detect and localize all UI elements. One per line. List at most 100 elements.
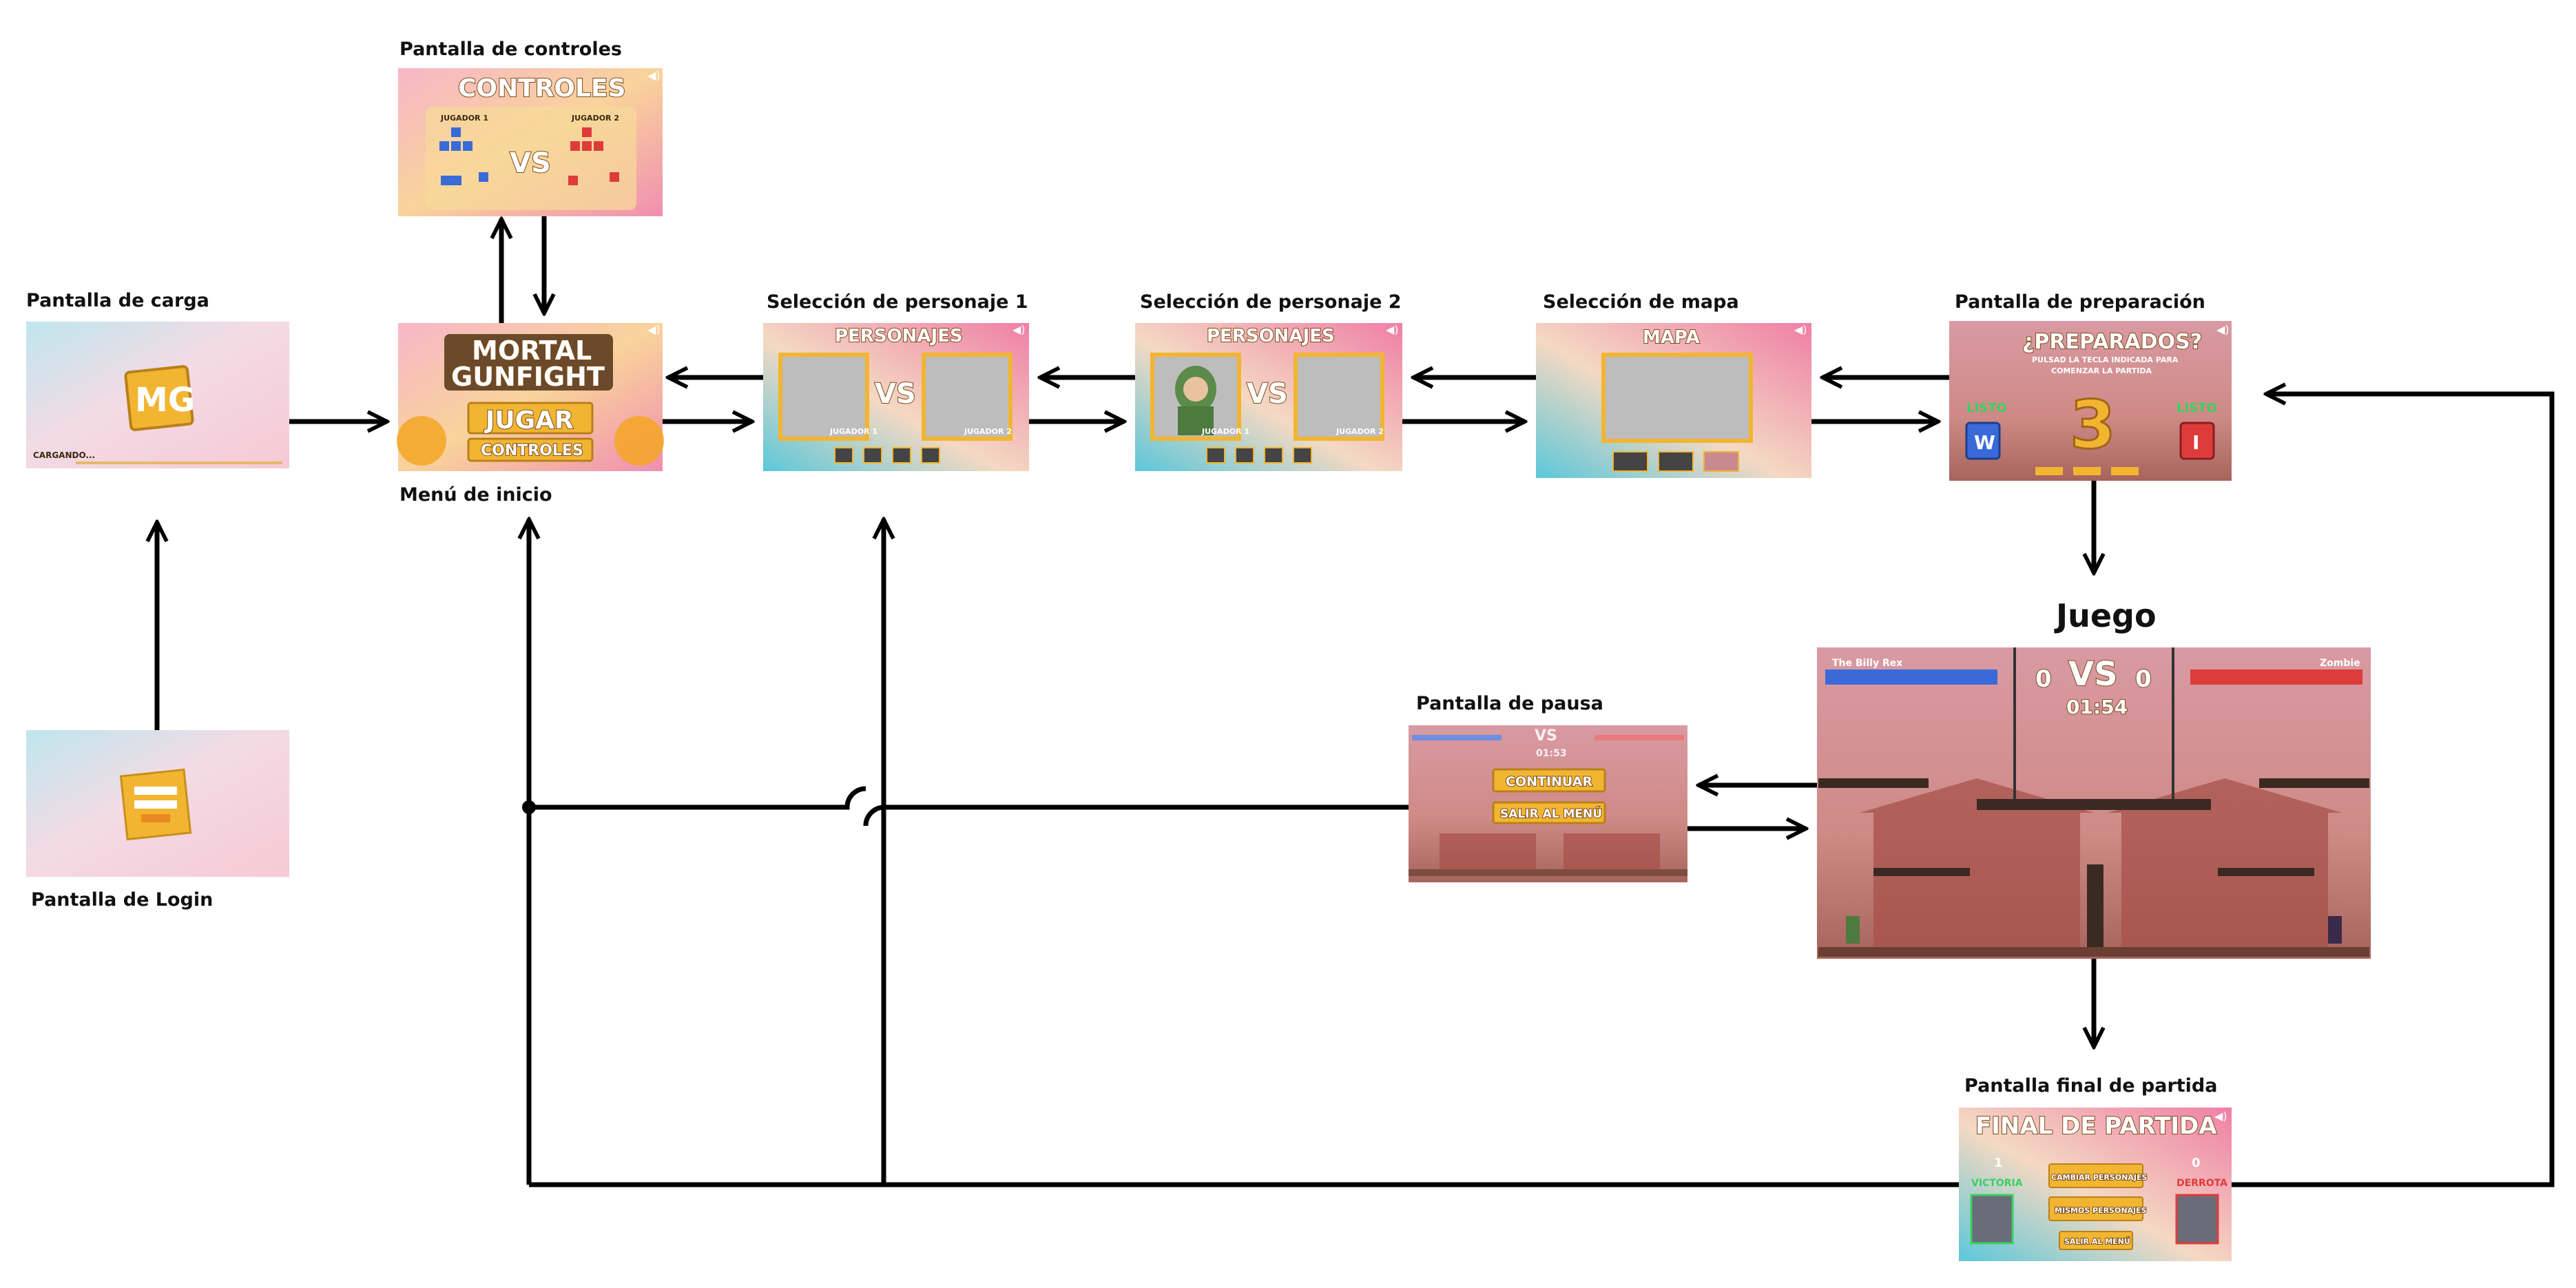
pagoda-background: [1409, 833, 1687, 876]
label-loading-screen: Pantalla de carga: [26, 290, 209, 311]
controls-title: CONTROLES: [458, 74, 626, 103]
p2-name: Zombie: [2320, 658, 2360, 669]
pause-screen-thumbnail: VS 01:53 CONTINUAR SALIR AL MENÚ: [1409, 725, 1687, 882]
change-characters-button: [2048, 1163, 2143, 1188]
login-screen-thumbnail: [26, 730, 289, 877]
character-thumbnails: [1206, 447, 1312, 464]
same-characters-label: MISMOS PERSONAJES: [2055, 1206, 2147, 1215]
label-map-select: Selección de mapa: [1543, 291, 1739, 313]
player2-label: JUGADOR 2: [964, 427, 1012, 436]
character-thumbnails: [834, 447, 940, 464]
controls-screen-thumbnail: CONTROLES ◀) JUGADOR 1 JUGADOR 2 VS: [398, 68, 663, 216]
game-vs: VS: [2068, 655, 2118, 694]
portrait-slot-p2: [1294, 353, 1384, 441]
label-login-screen: Pantalla de Login: [31, 889, 213, 911]
label-controls-screen: Pantalla de controles: [399, 39, 622, 60]
pause-timer: 01:53: [1536, 748, 1567, 759]
char-vs: VS: [875, 378, 916, 410]
p2-health-bar: [1595, 735, 1684, 740]
defeat-label: DERROTA: [2177, 1178, 2227, 1189]
change-characters-label: CAMBIAR PERSONAJES: [2051, 1173, 2147, 1182]
controls-button: [467, 437, 594, 462]
prep-screen-thumbnail: ¿PREPARADOS? PULSAD LA TECLA INDICADA PA…: [1949, 321, 2232, 481]
game-screen-thumbnail: The Billy Rex Zombie 0 VS 0 01:54: [1817, 647, 2371, 959]
player2-label: JUGADOR 2: [1336, 427, 1384, 436]
username-field: [134, 787, 177, 795]
final-screen-thumbnail: FINAL DE PARTIDA 1 0 VICTORIA DERROTA CA…: [1959, 1108, 2232, 1261]
hanging-chains: [2013, 647, 2174, 799]
exit-menu-button: [2059, 1231, 2133, 1250]
game-title-line1: MORTAL: [472, 335, 592, 366]
score-left: 0: [2035, 665, 2052, 693]
map-title: MAPA: [1643, 327, 1700, 348]
game-timer: 01:54: [2066, 696, 2128, 718]
pause-vs: VS: [1535, 727, 1557, 745]
label-character-select-2: Selección de personaje 2: [1140, 291, 1402, 313]
password-field: [134, 800, 177, 809]
score-right: 0: [2192, 1156, 2201, 1170]
characters-title: PERSONAJES: [835, 326, 963, 346]
countdown-number: 3: [2070, 386, 2116, 464]
game-title-line2: GUNFIGHT: [451, 362, 605, 392]
exit-menu-label: SALIR AL MENÚ: [2064, 1237, 2130, 1246]
continue-button: [1492, 768, 1606, 793]
start-menu-thumbnail: MORTAL GUNFIGHT JUGAR CONTROLES ◀): [397, 323, 664, 471]
fighter-p1: [1846, 916, 1860, 944]
label-character-select-1: Selección de personaje 1: [767, 291, 1028, 313]
exit-menu-label: SALIR AL MENÚ: [1500, 806, 1602, 821]
winner-portrait: [1970, 1194, 2014, 1245]
player1-keys: [439, 127, 488, 185]
final-title: FINAL DE PARTIDA: [1975, 1112, 2217, 1140]
key-i-label: I: [2192, 431, 2199, 454]
fighter-p2: [2328, 916, 2342, 944]
p1-name: The Billy Rex: [1832, 658, 1902, 669]
sound-icon: ◀): [1386, 323, 1399, 336]
controls-vs: VS: [510, 147, 551, 179]
prep-title: ¿PREPARADOS?: [2022, 330, 2202, 354]
sound-icon: ◀): [2214, 1110, 2227, 1123]
loading-progress-bar: [76, 461, 282, 464]
player1-label: JUGADOR 1: [829, 427, 877, 436]
key-i-box: [2179, 422, 2215, 460]
loading-screen-thumbnail: MG CARGANDO...: [26, 322, 289, 468]
controls-button-label: CONTROLES: [481, 442, 583, 459]
label-start-menu: Menú de inicio: [399, 484, 552, 506]
label-final-screen: Pantalla final de partida: [1964, 1075, 2217, 1097]
prep-option-buttons: [2035, 467, 2139, 475]
prep-subtitle-1: PULSAD LA TECLA INDICADA PARA: [2032, 355, 2179, 364]
player1-label: JUGADOR 1: [440, 114, 488, 123]
game-logo-plate: [444, 334, 613, 391]
ready-right-label: LISTO: [2177, 401, 2217, 415]
score-right: 0: [2135, 665, 2152, 693]
map-thumbnails: [1612, 451, 1739, 472]
loading-status-text: CARGANDO...: [33, 450, 95, 460]
explosion-right: [614, 416, 664, 466]
explosion-left: [397, 416, 446, 466]
continue-label: CONTINUAR: [1506, 774, 1592, 789]
mg-logo-text: MG: [135, 381, 195, 419]
sound-icon: ◀): [1794, 323, 1807, 336]
score-left: 1: [1994, 1156, 2003, 1170]
character-select-2-thumbnail: PERSONAJES VS JUGADOR 1 JUGADOR 2 ◀): [1135, 323, 1402, 471]
sound-icon: ◀): [1012, 323, 1026, 336]
prep-subtitle-2: COMENZAR LA PARTIDA: [2051, 366, 2152, 375]
play-button: [467, 402, 594, 435]
ready-left-label: LISTO: [1966, 401, 2007, 415]
play-button-label: JUGAR: [484, 406, 574, 435]
char-vs: VS: [1247, 378, 1288, 410]
player2-label: JUGADOR 2: [571, 114, 619, 123]
login-button: [141, 814, 170, 822]
label-pause-screen: Pantalla de pausa: [1416, 693, 1603, 714]
connectors: [157, 216, 2555, 1187]
key-w-box: [1965, 422, 2001, 460]
mg-logo-badge: [124, 365, 194, 431]
sound-icon: ◀): [2216, 323, 2230, 336]
line-final-to-prep: [2232, 394, 2555, 1187]
character-select-1-thumbnail: PERSONAJES VS JUGADOR 1 JUGADOR 2 ◀): [763, 323, 1029, 471]
player1-label: JUGADOR 1: [1201, 427, 1249, 436]
label-prep-screen: Pantalla de preparación: [1955, 291, 2205, 313]
sound-icon: ◀): [647, 323, 661, 336]
map-select-thumbnail: MAPA ◀): [1536, 323, 1811, 478]
p2-health-bar: [2190, 669, 2362, 685]
